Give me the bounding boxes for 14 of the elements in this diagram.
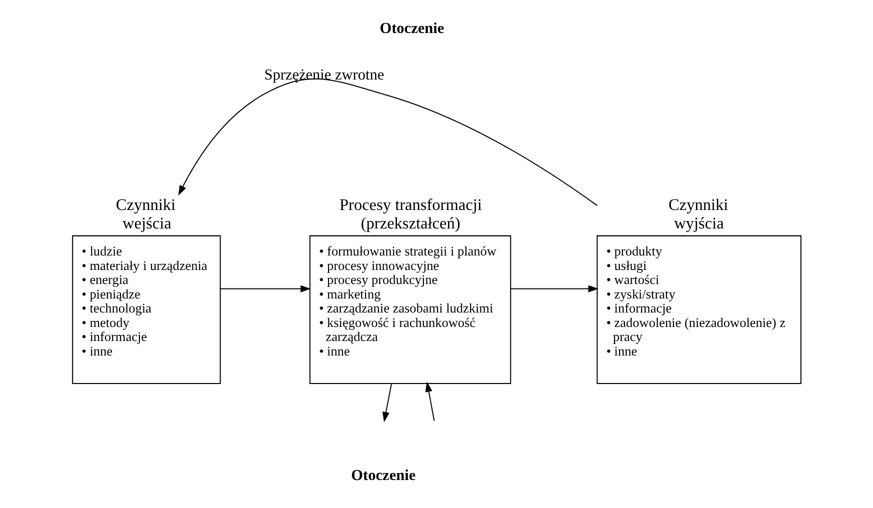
- arrow: [382, 383, 392, 422]
- node-box: • formułowanie strategii i planów • procesy innowacyjne • procesy produkcyjne • marketing • zarządzanie zasobami ludzkimi • księgowość i rachunkowość zarządcza • inne: [309, 235, 512, 384]
- arrow: [425, 382, 435, 421]
- label: Otoczenie: [380, 20, 444, 38]
- arrow: [220, 285, 311, 292]
- arrow: [510, 285, 598, 292]
- arrow: [178, 78, 598, 206]
- label: Otoczenie: [351, 467, 416, 484]
- edge-label: Sprzężenie zwrotne: [264, 66, 384, 84]
- node-box: • ludzie • materiały i urządzenia • energia • pieniądze • technologia • metody • informacje • inne: [72, 235, 221, 384]
- node-label: Czynniki wejścia: [116, 195, 176, 232]
- node-label: Czynniki wyjścia: [668, 195, 728, 232]
- node-box: • produkty • usługi • wartości • zyski/straty • informacje • zadowolenie (niezadowolenie) z pracy • inne: [596, 235, 802, 384]
- node-label: Procesy transformacji (przekształceń): [339, 195, 482, 232]
